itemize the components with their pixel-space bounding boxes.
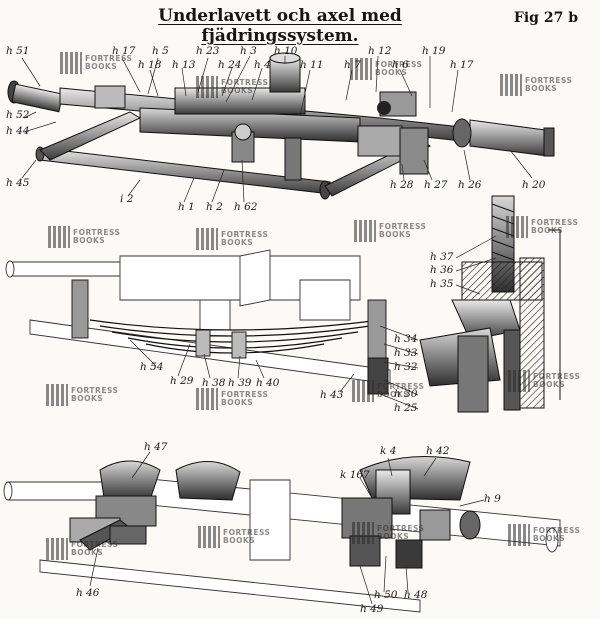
leader-lines <box>21 55 533 605</box>
part-label-h46: h 46 <box>76 587 100 599</box>
part-label-k4: k 4 <box>380 445 397 457</box>
diagram-title: Underlavett och axel med fjädringssystem… <box>158 6 402 46</box>
part-label-h42: h 42 <box>426 445 450 457</box>
part-label-h13: h 13 <box>172 59 196 71</box>
part-label-h5: h 5 <box>152 45 169 57</box>
part-label-h51: h 51 <box>6 45 30 57</box>
part-label-h11: h 11 <box>300 59 324 71</box>
watermark-bars-icon <box>60 52 82 74</box>
part-label-h38: h 38 <box>202 377 226 389</box>
part-label-h9: h 9 <box>484 493 501 505</box>
part-label-h17: h 17 <box>112 45 136 57</box>
part-label-h7: h 7 <box>344 59 361 71</box>
part-label-h49: h 49 <box>360 603 384 615</box>
part-label-h3: h 3 <box>240 45 257 57</box>
part-label-h25: h 25 <box>394 402 418 414</box>
part-label-h12: h 12 <box>368 45 392 57</box>
right-brake-unit <box>341 456 481 569</box>
part-label-h33: h 33 <box>394 347 418 359</box>
part-label-k167: k 167 <box>340 469 370 481</box>
part-label-h29: h 29 <box>170 375 194 387</box>
part-label-i2: i 2 <box>120 193 134 205</box>
part-label-h1: h 1 <box>178 201 195 213</box>
part-label-h27: h 27 <box>424 179 448 191</box>
part-label-h17b: h 17 <box>450 59 474 71</box>
part-label-h36: h 36 <box>430 264 454 276</box>
undercarriage-assembly <box>7 52 555 200</box>
part-label-h62: h 62 <box>234 201 258 213</box>
part-label-h18: h 18 <box>138 59 162 71</box>
part-label-h10: h 10 <box>274 45 298 57</box>
part-label-h50: h 50 <box>374 589 398 601</box>
part-label-h24: h 24 <box>218 59 242 71</box>
part-label-h2: h 2 <box>206 201 223 213</box>
part-label-h44: h 44 <box>6 125 30 137</box>
part-label-h37: h 37 <box>430 251 454 263</box>
part-label-h32: h 32 <box>394 361 418 373</box>
part-label-h35: h 35 <box>430 278 454 290</box>
part-label-h48: h 48 <box>404 589 428 601</box>
figure-number: Fig 27 b <box>513 10 578 26</box>
part-label-h39: h 39 <box>228 377 252 389</box>
part-label-h28: h 28 <box>390 179 414 191</box>
spring-assembly <box>5 249 391 395</box>
part-label-h43: h 43 <box>320 389 344 401</box>
part-label-h6: h 6 <box>392 59 409 71</box>
part-label-h4: h 4 <box>254 59 271 71</box>
part-label-h34: h 34 <box>394 333 418 345</box>
left-brake-unit <box>69 460 241 551</box>
part-label-h40: h 40 <box>256 377 280 389</box>
part-label-h52: h 52 <box>6 109 30 121</box>
part-label-h54: h 54 <box>140 361 164 373</box>
part-label-h23: h 23 <box>196 45 220 57</box>
part-label-h45: h 45 <box>6 177 30 189</box>
part-label-h30: h 30 <box>394 388 418 400</box>
part-label-h47: h 47 <box>144 441 168 453</box>
part-label-h26: h 26 <box>458 179 482 191</box>
part-label-h19: h 19 <box>422 45 446 57</box>
part-label-h20: h 20 <box>522 179 546 191</box>
